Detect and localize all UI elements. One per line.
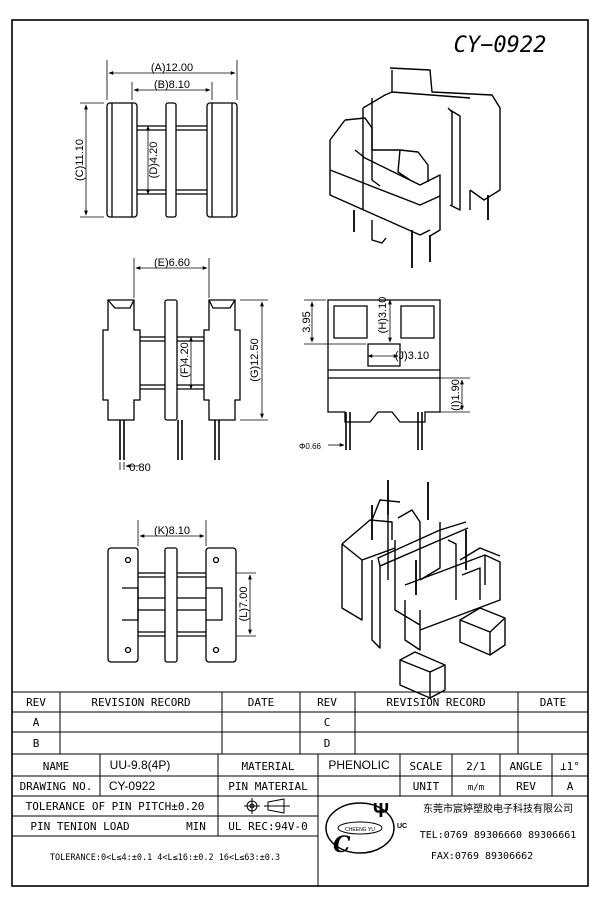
dim-e: (E)6.60 [154,257,190,269]
name-label: NAME [43,760,70,773]
scale-value: 2/1 [466,760,486,773]
material-label: MATERIAL [242,760,295,773]
dim-f: (F)4.20 [179,342,191,377]
dim-d: (D)4.20 [148,142,160,179]
rev-cell-d: D [324,737,331,750]
pitch-tolerance: TOLERANCE OF PIN PITCH±0.20 [26,800,205,813]
logo-psi: Ψ [373,800,389,822]
name-value: UU-9.8(4P) [110,758,171,772]
company-name: 东莞市宸婷塑胶电子科技有限公司 [423,802,573,815]
rev-record-header-1: REVISION RECORD [91,696,190,709]
rev-cell-a: A [33,716,40,729]
dim-c: (C)11.10 [74,139,86,181]
view-bottom-left [107,547,237,663]
dim-k: (K)8.10 [154,525,190,537]
company-tel: TEL:0769 89306660 89306661 [420,830,577,841]
rev-header-1: REV [26,696,46,709]
dim-b: (B)8.10 [154,79,190,91]
view-isometric-top [329,67,501,268]
angle-label: ANGLE [509,760,542,773]
rev-cell-c: C [324,716,331,729]
tolerance-line: TOLERANCE:0<L≤4:±0.1 4<L≤16:±0.2 16<L≤63… [50,853,280,863]
company-logo: C Ψ UC CHEENG YU [325,800,407,858]
dim-3-95: 3.95 [301,311,313,332]
dim-l: (L)7.00 [238,587,250,622]
dim-pin-dia: Φ0.66 [299,442,322,451]
rev-record-header-2: REVISION RECORD [386,696,485,709]
scale-label: SCALE [409,760,442,773]
rev-header-2: REV [317,696,337,709]
view-side-right [327,299,441,450]
company-fax: FAX:0769 89306662 [431,851,533,862]
dim-a: (A)12.00 [151,62,193,74]
view-top-left [106,102,238,218]
dim-g: (G)12.50 [249,338,261,381]
rev-value: A [567,780,574,793]
dim-j: (J)3.10 [395,350,429,362]
material-value: PHENOLIC [328,758,390,772]
rev-label: REV [516,780,536,793]
view-front-left [102,299,241,460]
angle-value: ⊥1° [560,760,580,773]
projection-symbol-icon [244,798,290,814]
logo-sub: UC [397,823,407,830]
revision-table-grid [12,691,588,755]
view-isometric-bottom [341,480,506,699]
rev-date-header-1: DATE [248,696,275,709]
svg-text:C: C [333,832,351,858]
min-label: MIN [186,820,206,833]
ul-rec: UL REC:94V-0 [228,820,307,833]
drawing-no-value: CY-0922 [109,779,156,793]
drawing-no-label: DRAWING NO. [20,780,93,793]
part-code: CY−0922 [454,33,547,58]
rev-cell-b: B [33,737,40,750]
pin-material-label: PIN MATERIAL [228,780,308,793]
title-block-grid [12,754,588,886]
dim-i: (I)1.90 [450,379,462,411]
dim-h: (H)3.10 [377,297,389,334]
pin-tension-label: PIN TENION LOAD [30,820,129,833]
dim-pin-width: 0.80 [129,462,150,474]
unit-label: UNIT [413,780,440,793]
rev-date-header-2: DATE [540,696,567,709]
unit-value: m/m [468,783,484,793]
logo-ring-text: CHEENG YU [345,827,375,833]
sheet-border [11,19,589,887]
